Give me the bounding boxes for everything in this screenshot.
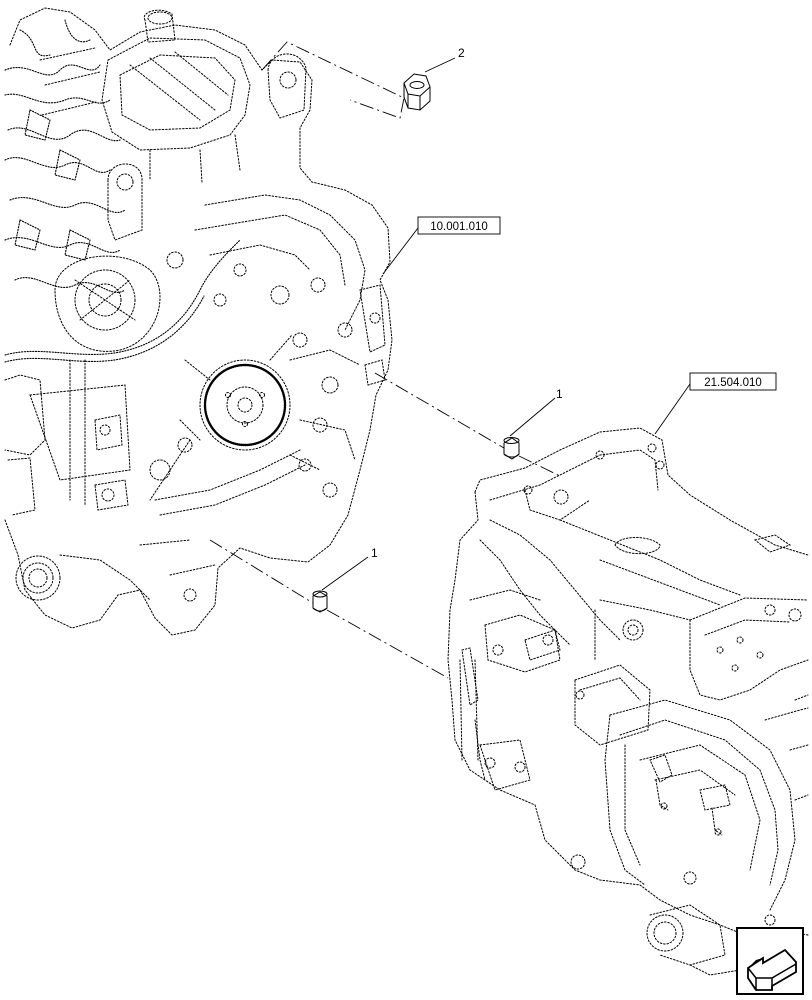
- flywheel: [199, 359, 291, 451]
- dowel-pin-lower: [312, 590, 328, 613]
- callout-nut: 2: [458, 46, 465, 60]
- leader-lines: [321, 57, 691, 591]
- dowel-pin-upper: [503, 437, 520, 460]
- arrow-return-icon[interactable]: [736, 927, 804, 995]
- nut-part-2: [403, 73, 431, 111]
- explosion-lines: [209, 41, 561, 679]
- ref-transmission-label: 21.504.010: [704, 377, 762, 389]
- ref-transmission[interactable]: 21.504.010: [689, 372, 777, 391]
- ref-engine-label: 10.001.010: [430, 221, 488, 233]
- transmission-assembly: [447, 427, 809, 976]
- ref-engine[interactable]: 10.001.010: [417, 216, 501, 235]
- callout-dowel-upper: 1: [556, 387, 563, 401]
- engine-assembly: [4, 7, 393, 636]
- callout-dowel-lower: 1: [371, 546, 378, 560]
